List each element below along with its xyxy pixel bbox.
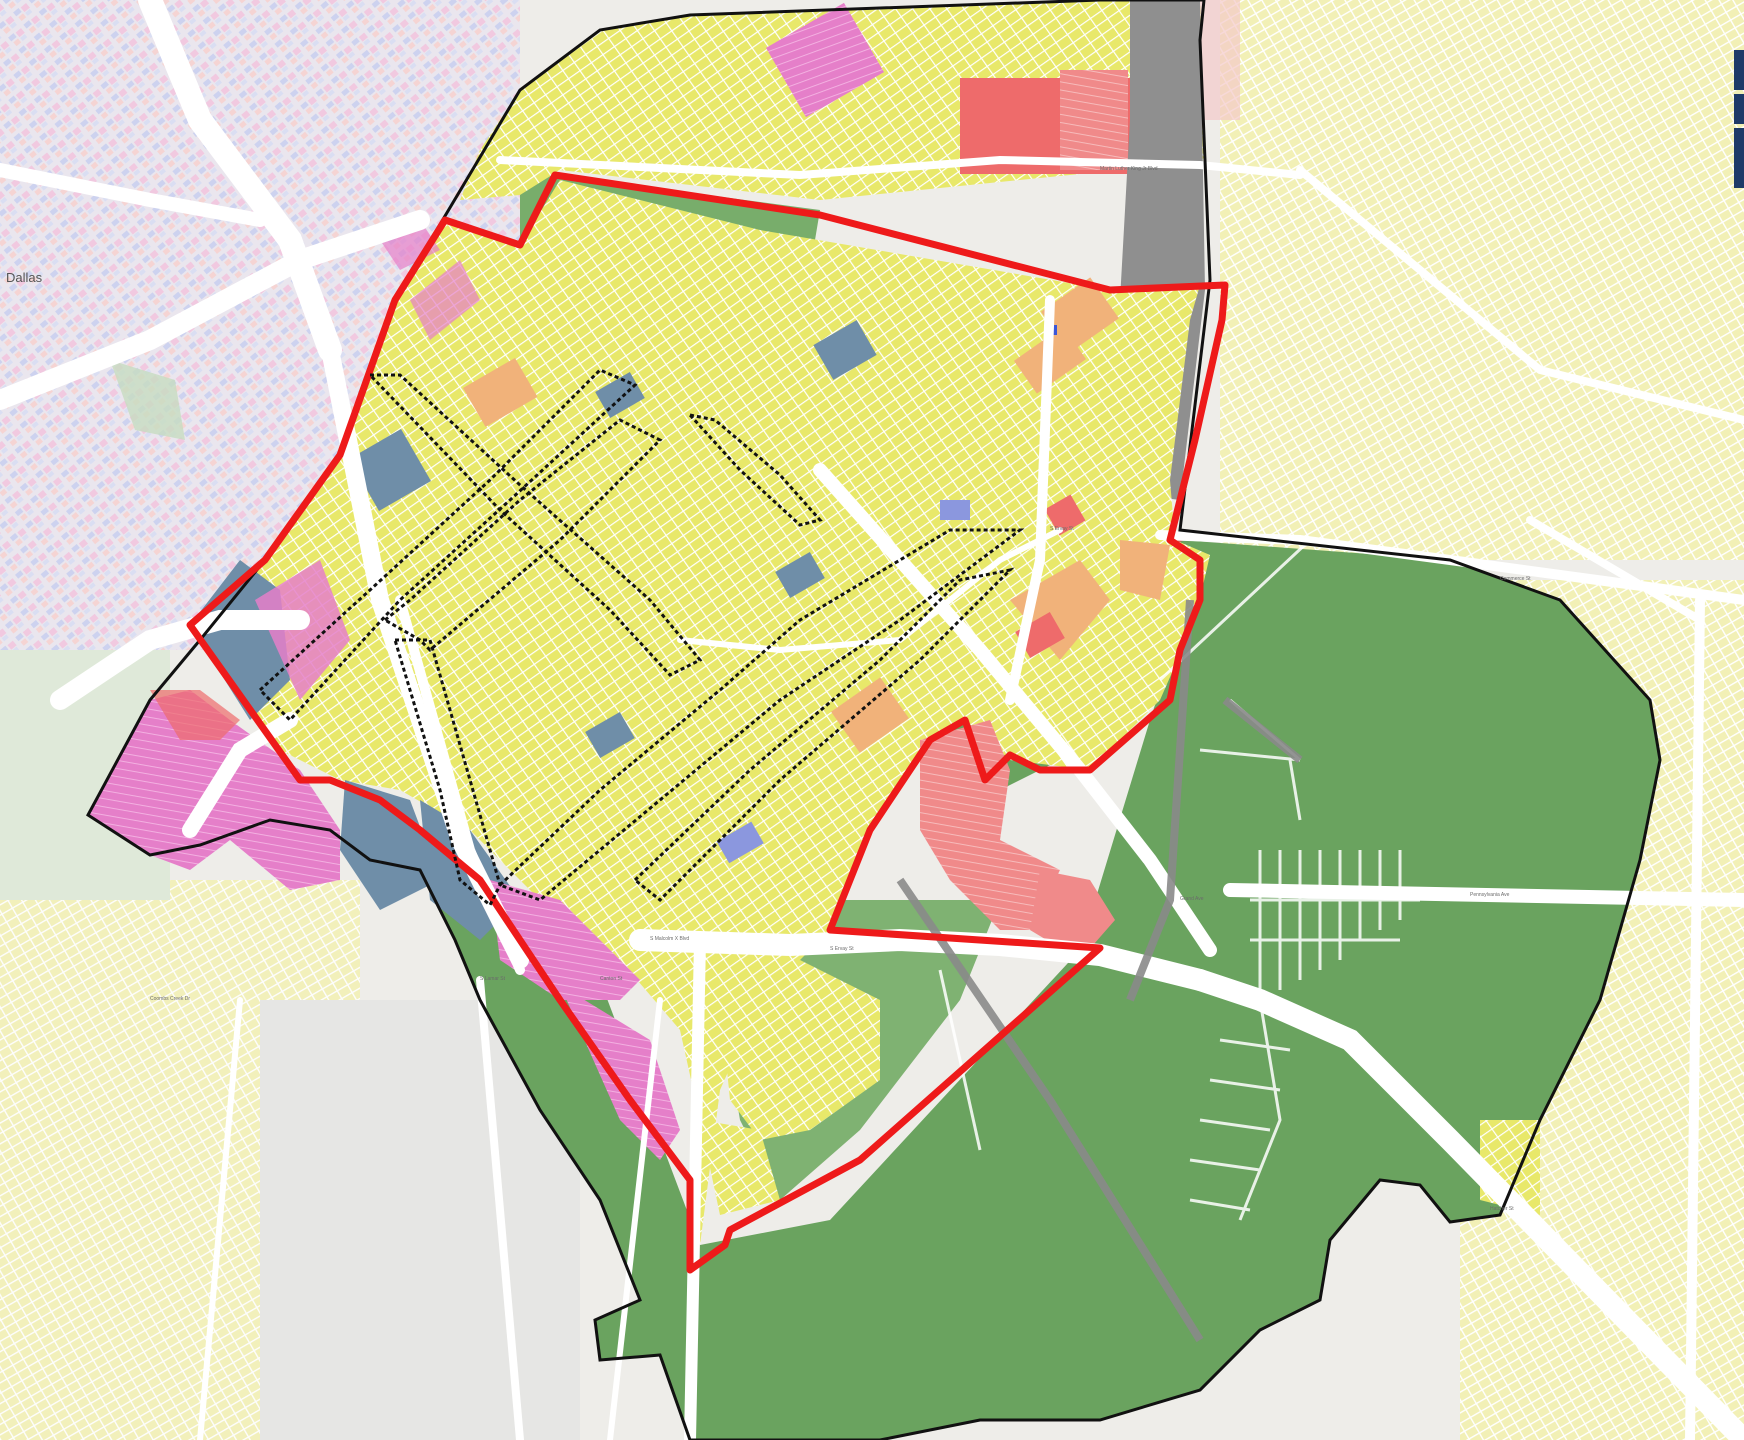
northeast-faded-residential [1220,0,1744,560]
faded-park-west [110,360,185,440]
street-label: Pennsylvania Ave [1470,892,1510,898]
street-label: Martin Luther King Jr Blvd [1100,166,1158,172]
map-edge-widget [1734,50,1744,230]
street-labels: Dallas S Ervay St Canton St Commerce St … [6,166,1531,1212]
street-label: Canton St [600,976,623,982]
outer-boundary [86,0,1662,1440]
south-residential [720,960,880,1140]
street-label: Coombs Creek Dr [150,996,190,1002]
park-streets [938,538,1420,1221]
commercial-wedge-red-2 [1030,870,1115,960]
study-boundary [186,171,1229,1274]
study-area-residential [190,180,1210,1245]
street-label: S Malcolm X Blvd [650,936,689,942]
street-label: Commerce St [1500,576,1531,582]
southwest-commercial-red [150,690,240,740]
rail-lines [896,599,1303,1343]
city-label: Dallas [6,270,43,285]
south-residential-2 [700,1120,780,1215]
north-commercial-pink [766,2,884,118]
street-label: S Ervay St [830,946,854,952]
street-label: S Ervay St [1050,526,1074,532]
street-label: Hatcher St [1490,1206,1514,1212]
commercial-wedge-red [920,720,1060,930]
street-label: Grand Ave [1180,896,1204,902]
north-commercial-red-2 [1060,70,1128,170]
street-label: S Lamar St [480,976,506,982]
corridor-outlines [257,368,1025,908]
